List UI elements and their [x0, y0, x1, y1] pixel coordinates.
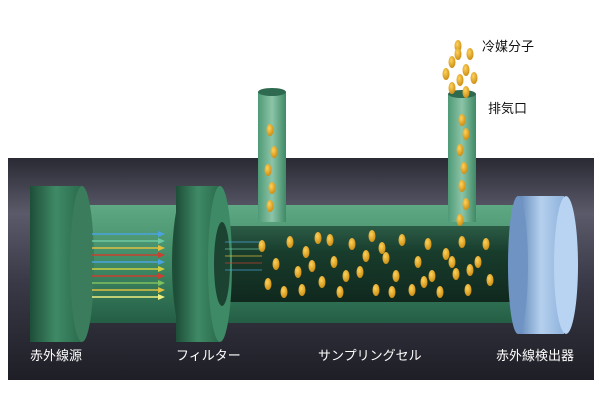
- ir-detector-face: [554, 196, 578, 334]
- coolant-molecule: [442, 248, 450, 260]
- ir-detector-label: 赤外線検出器: [496, 349, 575, 364]
- coolant-molecule: [456, 144, 464, 156]
- coolant-molecule: [462, 86, 470, 98]
- ir-beam-arrow-head: [158, 231, 165, 237]
- coolant-molecules: [258, 40, 494, 298]
- coolant-molecule: [448, 82, 456, 94]
- coolant-molecule: [458, 180, 466, 192]
- ir-beam-arrow-head: [158, 294, 165, 300]
- coolant-molecule: [456, 74, 464, 86]
- coolant-molecule: [414, 256, 422, 268]
- coolant-molecule: [466, 48, 474, 60]
- coolant-molecule: [460, 162, 468, 174]
- coolant-molecule: [408, 284, 416, 296]
- ir-beam-arrow-head: [158, 252, 165, 258]
- ir-beam-arrow-head: [158, 273, 165, 279]
- coolant-molecule: [270, 146, 278, 158]
- ir-beam-arrow-head: [158, 259, 165, 265]
- coolant-molecule: [264, 164, 272, 176]
- coolant-molecule: [258, 240, 266, 252]
- ir-source-label: 赤外線源: [30, 349, 83, 364]
- coolant-molecule: [294, 266, 302, 278]
- coolant-molecule: [356, 266, 364, 278]
- ir-detector-back: [508, 196, 528, 334]
- coolant-molecule: [382, 252, 390, 264]
- coolant-molecule: [314, 232, 322, 244]
- coolant-molecule: [442, 68, 450, 80]
- filter-label: フィルター: [176, 349, 241, 364]
- coolant-molecule: [448, 56, 456, 68]
- coolant-molecule: [398, 234, 406, 246]
- coolant-molecule: [462, 64, 470, 76]
- ir-source-disc-face: [70, 186, 94, 342]
- coolant-molecule: [466, 264, 474, 276]
- coolant-molecule: [266, 124, 274, 136]
- coolant-molecule: [362, 250, 370, 262]
- coolant-molecule: [392, 270, 400, 282]
- ir-beam-arrow-head: [158, 245, 165, 251]
- coolant-molecule: [272, 258, 280, 270]
- coolant-molecule: [372, 284, 380, 296]
- coolant-molecule: [266, 200, 274, 212]
- coolant-molecule: [458, 236, 466, 248]
- ir-beam-arrow-head: [158, 280, 165, 286]
- coolant-molecule: [474, 256, 482, 268]
- inlet-pipe-opening: [258, 88, 286, 96]
- coolant-molecule: [286, 236, 294, 248]
- coolant-molecule: [470, 72, 478, 84]
- coolant-molecule: [326, 234, 334, 246]
- ir-beam-arrows: [92, 231, 262, 300]
- coolant-molecules-label: 冷媒分子: [482, 40, 535, 55]
- sampling-cell-label: サンプリングセル: [318, 349, 422, 364]
- coolant-molecule: [388, 286, 396, 298]
- coolant-molecule: [378, 242, 386, 254]
- coolant-molecule: [336, 286, 344, 298]
- coolant-molecule: [420, 276, 428, 288]
- coolant-molecule: [486, 274, 494, 286]
- coolant-molecule: [302, 246, 310, 258]
- coolant-molecule: [264, 278, 272, 290]
- coolant-molecule: [464, 284, 472, 296]
- coolant-molecule: [342, 270, 350, 282]
- coolant-molecule: [368, 230, 376, 242]
- coolant-molecule: [268, 182, 276, 194]
- coolant-molecule: [454, 48, 462, 60]
- coolant-molecule: [308, 260, 316, 272]
- coolant-molecule: [280, 286, 288, 298]
- coolant-molecule: [348, 238, 356, 250]
- coolant-molecule: [318, 276, 326, 288]
- coolant-molecule: [458, 114, 466, 126]
- ir-beam-arrow-head: [158, 287, 165, 293]
- coolant-molecule: [330, 256, 338, 268]
- coolant-molecule: [456, 214, 464, 226]
- coolant-molecule: [298, 284, 306, 296]
- coolant-molecule: [424, 238, 432, 250]
- ir-beam-arrow-head: [158, 266, 165, 272]
- coolant-molecule: [462, 198, 470, 210]
- exhaust-port-label: 排気口: [488, 102, 528, 117]
- coolant-molecule: [452, 268, 460, 280]
- coolant-molecule: [428, 270, 436, 282]
- ir-beam-arrow-head: [158, 238, 165, 244]
- exhaust-pipe: [448, 94, 476, 222]
- coolant-molecule: [462, 128, 470, 140]
- coolant-molecule: [448, 256, 456, 268]
- coolant-molecule: [482, 238, 490, 250]
- coolant-molecule: [436, 286, 444, 298]
- filter-opening: [214, 222, 230, 306]
- inlet-pipe: [258, 92, 286, 222]
